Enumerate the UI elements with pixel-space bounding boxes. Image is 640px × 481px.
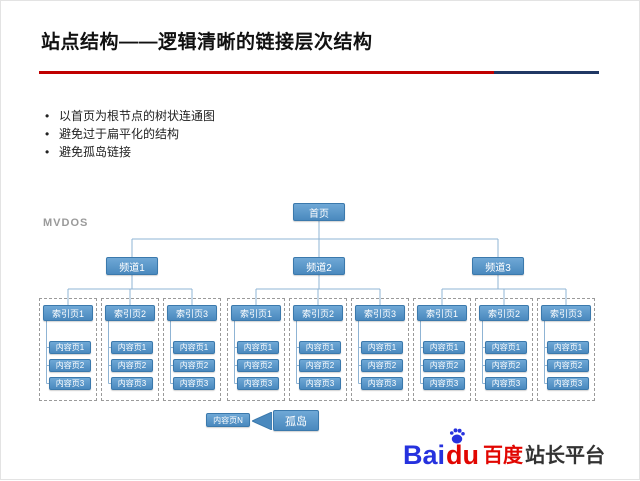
title-underline [39,71,599,74]
index-group: 索引页3 内容页1 内容页2 内容页3 [351,298,409,401]
content-page-node: 内容页3 [361,377,403,390]
group-connector-lines [482,321,485,384]
content-page-node: 内容页1 [485,341,527,354]
content-page-node: 内容页2 [173,359,215,372]
group-connector-lines [170,321,173,384]
baidu-logo-cn: 百度 [483,445,523,467]
index-group: 索引页2 内容页1 内容页2 内容页3 [289,298,347,401]
title-underline-red [39,71,494,74]
index-group: 索引页2 内容页1 内容页2 内容页3 [101,298,159,401]
content-page-node: 内容页1 [237,341,279,354]
index-page-node: 索引页3 [541,305,591,321]
content-page-node: 内容页1 [173,341,215,354]
content-page-node: 内容页2 [111,359,153,372]
watermark: MVDOS [43,217,89,229]
index-page-node: 索引页3 [355,305,405,321]
content-page-node: 内容页1 [49,341,91,354]
content-page-node: 内容页2 [361,359,403,372]
channel-node: 频道2 [293,257,345,275]
index-page-node: 索引页2 [479,305,529,321]
content-page-node: 内容页2 [423,359,465,372]
bullet-item: 避免孤岛链接 [45,143,215,161]
bullet-item: 避免过于扁平化的结构 [45,125,215,143]
group-connector-lines [544,321,547,384]
content-page-node: 内容页2 [299,359,341,372]
content-page-node: 内容页1 [547,341,589,354]
index-group: 索引页1 内容页1 内容页2 内容页3 [227,298,285,401]
content-page-node: 内容页1 [111,341,153,354]
index-group: 索引页3 内容页1 内容页2 内容页3 [537,298,595,401]
content-page-node: 内容页3 [111,377,153,390]
slide-title: 站点结构——逻辑清晰的链接层次结构 [41,32,373,53]
baidu-logo: Bai du 百度 站长平台 [402,428,605,470]
channel-node: 频道1 [106,257,158,275]
index-group: 索引页1 内容页1 内容页2 内容页3 [413,298,471,401]
content-page-node: 内容页3 [547,377,589,390]
content-page-node: 内容页3 [423,377,465,390]
index-page-node: 索引页3 [167,305,217,321]
group-connector-lines [296,321,299,384]
group-connector-lines [358,321,361,384]
channel-node: 频道3 [472,257,524,275]
group-connector-lines [420,321,423,384]
content-page-node: 内容页2 [49,359,91,372]
content-page-node: 内容页1 [361,341,403,354]
content-page-node: 内容页3 [173,377,215,390]
index-group: 索引页2 内容页1 内容页2 内容页3 [475,298,533,401]
group-connector-lines [108,321,111,384]
title-underline-dark [494,71,599,74]
island-arrow-icon [252,412,272,430]
content-page-node: 内容页1 [423,341,465,354]
home-node: 首页 [293,203,345,221]
index-page-node: 索引页1 [43,305,93,321]
content-page-node: 内容页2 [547,359,589,372]
baidu-logo-du: du [446,440,479,470]
content-page-node: 内容页3 [485,377,527,390]
baidu-paw-icon [449,428,465,444]
index-group: 索引页3 内容页1 内容页2 内容页3 [163,298,221,401]
bullet-item: 以首页为根节点的树状连通图 [45,107,215,125]
group-connector-lines [46,321,49,384]
index-page-node: 索引页1 [231,305,281,321]
content-page-node: 内容页2 [485,359,527,372]
webmaster-platform-label: 站长平台 [525,445,605,467]
index-group: 索引页1 内容页1 内容页2 内容页3 [39,298,97,401]
content-page-node: 内容页3 [299,377,341,390]
island-content-node: 内容页N [206,413,250,427]
content-page-node: 内容页1 [299,341,341,354]
index-page-node: 索引页1 [417,305,467,321]
baidu-logo-du-wrap: du [446,428,479,470]
index-page-node: 索引页2 [293,305,343,321]
content-page-node: 内容页3 [237,377,279,390]
content-page-node: 内容页3 [49,377,91,390]
index-page-node: 索引页2 [105,305,155,321]
content-page-node: 内容页2 [237,359,279,372]
group-connector-lines [234,321,237,384]
island-node: 孤岛 [273,410,319,431]
baidu-logo-bai: Bai [402,440,445,470]
bullet-list: 以首页为根节点的树状连通图 避免过于扁平化的结构 避免孤岛链接 [45,107,215,161]
